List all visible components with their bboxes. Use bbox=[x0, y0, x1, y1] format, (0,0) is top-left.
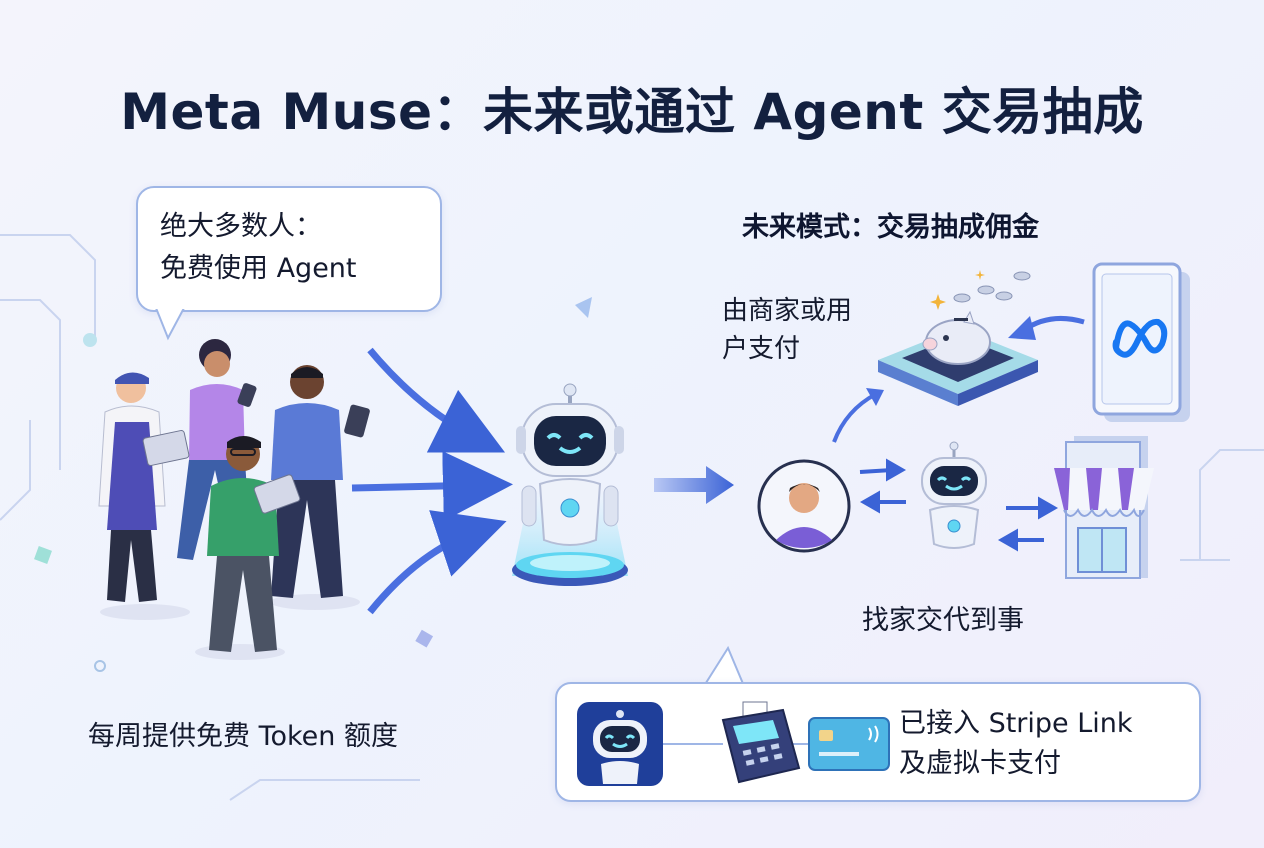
token-caption: 每周提供免费 Token 额度 bbox=[88, 721, 398, 752]
page-title: Meta Muse：未来或通过 Agent 交易抽成 bbox=[120, 83, 1144, 141]
arrow-to-piggy bbox=[832, 388, 884, 443]
paybox-tail bbox=[702, 645, 748, 686]
meta-logo-icon bbox=[1092, 262, 1190, 422]
user-avatar-icon bbox=[757, 459, 851, 553]
storefront-icon bbox=[1054, 436, 1154, 579]
model-title: 未来模式：交易抽成佣金 bbox=[742, 212, 1039, 243]
payment-box: 已接入 Stripe Link 及虚拟卡支付 bbox=[555, 682, 1201, 802]
bubble-line-2: 免费使用 Agent bbox=[160, 253, 357, 284]
pos-terminal-icon bbox=[721, 701, 801, 784]
payment-line-2: 及虚拟卡支付 bbox=[899, 748, 1061, 779]
delegate-label: 找家交代到事 bbox=[862, 605, 1024, 636]
piggy-bank-icon bbox=[878, 270, 1038, 406]
free-usage-bubble: 绝大多数人： 免费使用 Agent bbox=[136, 186, 442, 312]
bubble-line-1: 绝大多数人： bbox=[160, 211, 322, 242]
robot-icon bbox=[512, 383, 628, 586]
input-arrows bbox=[351, 347, 513, 615]
payment-line-1: 已接入 Stripe Link bbox=[899, 708, 1133, 739]
flow-arrow bbox=[654, 466, 734, 504]
payment-text: 已接入 Stripe Link 及虚拟卡支付 bbox=[899, 704, 1133, 784]
robot-app-icon bbox=[577, 702, 663, 786]
small-robot-icon bbox=[859, 441, 1059, 552]
arrow-from-meta bbox=[1008, 315, 1085, 340]
payment-icons bbox=[577, 701, 890, 786]
people-group-icon bbox=[98, 339, 370, 660]
payer-label: 由商家或用户支付 bbox=[722, 296, 853, 364]
bubble-tail bbox=[154, 308, 188, 341]
credit-card-icon bbox=[808, 717, 890, 771]
